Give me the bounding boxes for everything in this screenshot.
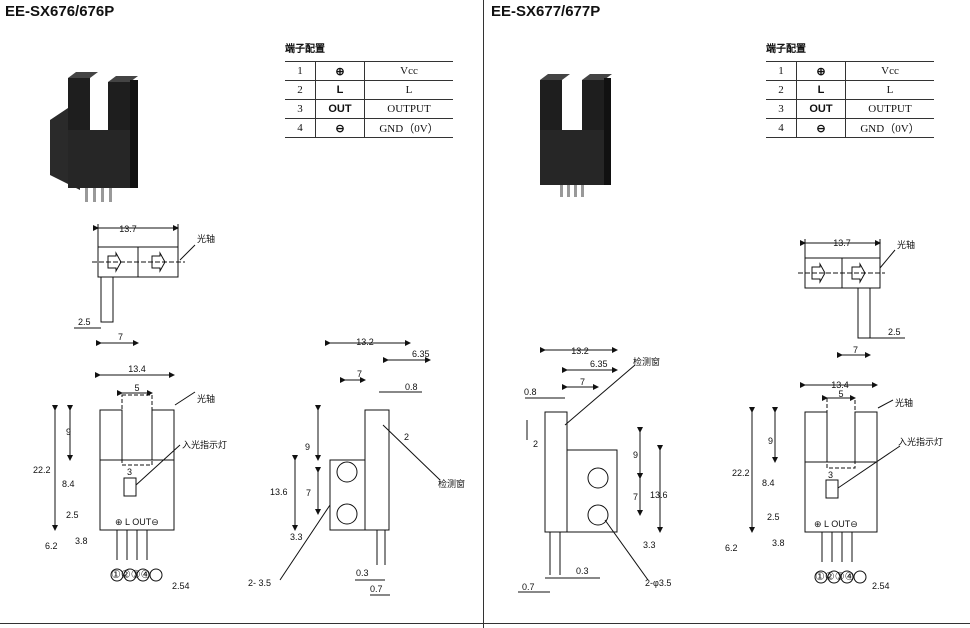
dim-label: 2 xyxy=(404,432,409,442)
detection-window-label: 检测窗 xyxy=(633,356,660,367)
right-front-view xyxy=(749,382,901,584)
dim-label: 13.2 xyxy=(571,346,589,356)
pin-symbol: ⊖ xyxy=(796,118,846,138)
dim-label: 0.3 xyxy=(356,568,369,578)
dim-label: 2- 3.5 xyxy=(248,578,271,588)
dim-label: 9 xyxy=(305,442,310,452)
optical-axis-label: 光轴 xyxy=(197,233,215,244)
dim-label: 7 xyxy=(306,488,311,498)
optical-axis-label: 光轴 xyxy=(897,239,915,250)
right-title: EE-SX677/677P xyxy=(491,3,601,20)
optical-axis-label: 光轴 xyxy=(895,397,913,408)
dim-label: 2 xyxy=(533,439,538,449)
pin-symbol: OUT xyxy=(796,99,846,119)
pin-numbers: ①②③④ xyxy=(111,569,151,581)
dim-label: 8.4 xyxy=(62,479,75,489)
left-table-heading: 端子配置 xyxy=(285,44,325,55)
dim-label: 8.4 xyxy=(762,478,775,488)
dim-label: 7 xyxy=(853,345,858,355)
pin-symbol: ⊖ xyxy=(315,118,365,138)
bottom-rule xyxy=(0,623,970,624)
left-side-view xyxy=(279,340,441,596)
dim-label: 0.8 xyxy=(524,387,537,397)
dim-label: 0.7 xyxy=(370,584,383,594)
right-product-photo xyxy=(540,74,612,197)
dim-label: 6.2 xyxy=(725,543,738,553)
dim-label: 3.3 xyxy=(643,540,656,550)
dim-label: 2.54 xyxy=(872,581,890,591)
dim-label: 7 xyxy=(580,377,585,387)
optical-axis-label: 光轴 xyxy=(197,393,215,404)
dim-label: 9 xyxy=(768,436,773,446)
dim-label: 2.5 xyxy=(888,327,901,337)
dim-label: 6.35 xyxy=(412,349,430,359)
dim-label: 3 xyxy=(127,467,132,477)
dim-label: 3.8 xyxy=(772,538,785,548)
right-top-view xyxy=(798,239,905,358)
dim-label: 2.5 xyxy=(767,512,780,522)
dim-label: 5 xyxy=(838,389,843,399)
dim-label: 13.4 xyxy=(831,380,849,390)
dim-label: 13.7 xyxy=(119,224,137,234)
dim-label: 13.6 xyxy=(270,487,288,497)
dim-label: 2.54 xyxy=(172,581,190,591)
dim-label: 0.8 xyxy=(405,382,418,392)
dim-label: 7 xyxy=(118,332,123,342)
pin-numbers: ①②③④ xyxy=(815,571,855,583)
pin-no: 4 xyxy=(285,118,316,138)
dim-label: 13.7 xyxy=(833,238,851,248)
dim-label: 22.2 xyxy=(732,468,750,478)
led-label: 入光指示灯 xyxy=(182,439,227,450)
led-label: 入光指示灯 xyxy=(898,436,943,447)
dim-label: 3 xyxy=(828,470,833,480)
dim-label: 9 xyxy=(66,427,71,437)
dim-label: 9 xyxy=(633,450,638,460)
dim-label: 6.2 xyxy=(45,541,58,551)
table-row: 4⊖GND（0V） xyxy=(766,118,934,138)
left-title: EE-SX676/676P xyxy=(5,3,115,20)
terminal-marks: ⊕ L OUT⊖ xyxy=(115,517,159,527)
left-top-view xyxy=(74,224,196,346)
dim-label: 2.5 xyxy=(66,510,79,520)
center-divider xyxy=(483,0,484,628)
dim-label: 13.6 xyxy=(650,490,668,500)
dim-label: 7 xyxy=(633,492,638,502)
right-side-view xyxy=(518,347,663,593)
dim-label: 7 xyxy=(357,369,362,379)
pin-name: Vcc xyxy=(364,61,453,81)
pin-name: GND（0V） xyxy=(364,118,453,138)
pin-no: 4 xyxy=(766,118,797,138)
left-front-view xyxy=(52,372,196,582)
dim-label: 2.5 xyxy=(78,317,91,327)
dim-label: 6.35 xyxy=(590,359,608,369)
dim-label: 0.7 xyxy=(522,582,535,592)
detection-window-label: 检测窗 xyxy=(438,478,465,489)
dim-label: 22.2 xyxy=(33,465,51,475)
dim-label: 13.2 xyxy=(356,337,374,347)
table-row: 1⊕Vcc xyxy=(766,61,934,81)
terminal-marks: ⊕ L OUT⊖ xyxy=(814,519,858,529)
dim-label: 2-φ3.5 xyxy=(645,578,671,588)
right-table-heading: 端子配置 xyxy=(766,44,806,55)
dim-label: 3.3 xyxy=(290,532,303,542)
dim-label: 3.8 xyxy=(75,536,88,546)
dim-label: 0.3 xyxy=(576,566,589,576)
dim-label: 13.4 xyxy=(128,364,146,374)
table-row: 4⊖GND（0V） xyxy=(285,118,453,138)
pin-name: GND（0V） xyxy=(845,118,934,138)
left-product-photo xyxy=(50,72,138,202)
dim-label: 5 xyxy=(134,383,139,393)
